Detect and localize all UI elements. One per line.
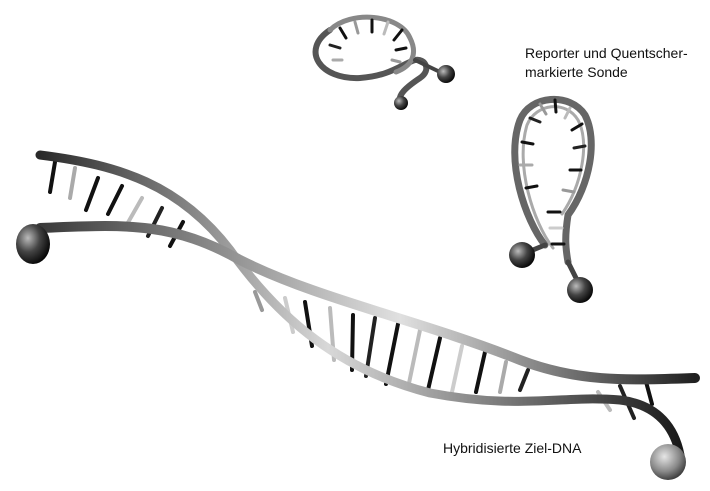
dna-end-ball-right xyxy=(650,444,686,480)
hairpin-probe-large xyxy=(509,99,593,303)
dna-end-ball-left xyxy=(16,224,50,264)
reporter-ball-large xyxy=(509,242,535,268)
hairpin-probe-small xyxy=(316,17,455,110)
base-pair-rungs xyxy=(50,162,652,418)
probe-small-rungs xyxy=(330,20,406,62)
quencher-ball-large xyxy=(567,277,593,303)
reporter-ball-small xyxy=(437,65,455,83)
probe-label-line2: markierte Sonde xyxy=(525,63,688,82)
target-dna-helix xyxy=(16,155,695,480)
probe-label-line1: Reporter und Quentscher- xyxy=(525,44,688,63)
quencher-ball-small xyxy=(394,96,408,110)
target-dna-label: Hybridisierte Ziel-DNA xyxy=(443,439,581,458)
probe-label: Reporter und Quentscher- markierte Sonde xyxy=(525,44,688,82)
